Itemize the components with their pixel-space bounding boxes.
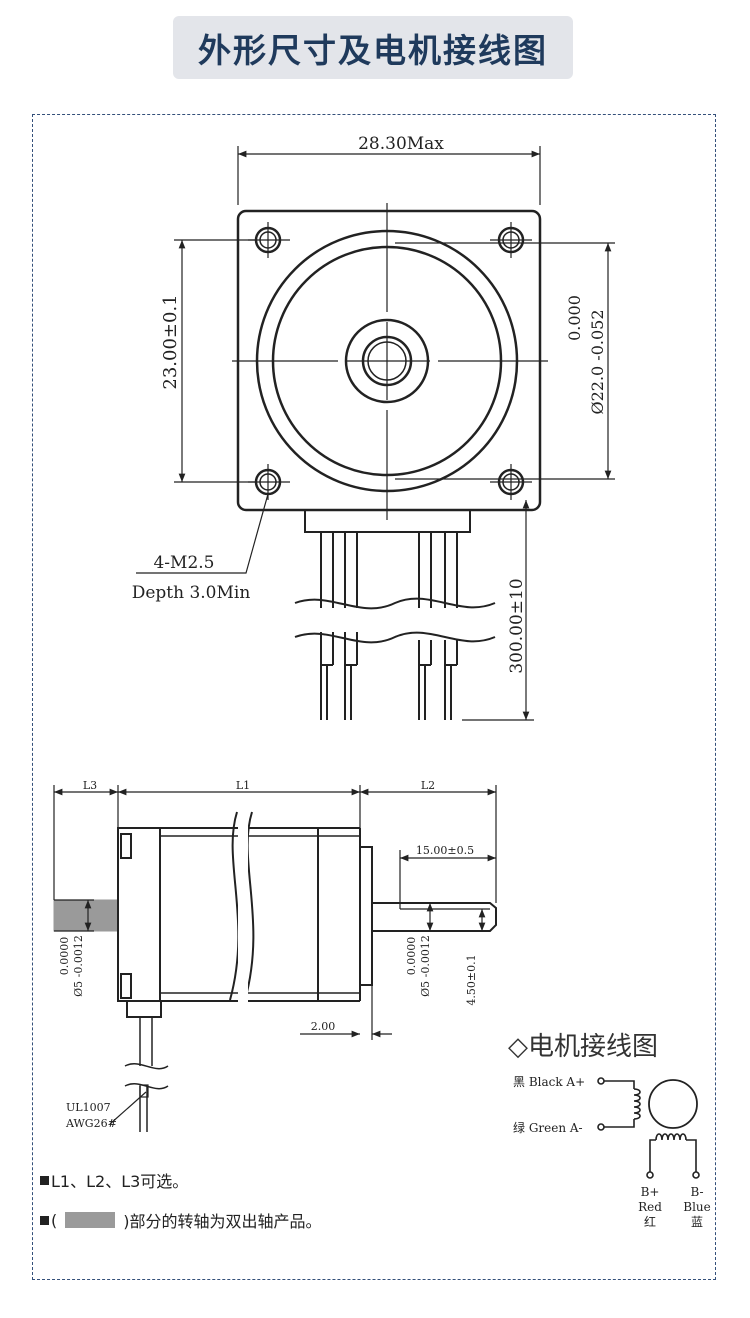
b-plus-label-1: B+ xyxy=(641,1185,660,1199)
dim-hole-spacing-lines xyxy=(174,239,255,483)
note-dual-shaft: ( )部分的转轴为双出轴产品。 xyxy=(40,1208,322,1232)
depth-label: Depth 3.0Min xyxy=(132,583,251,603)
dim-hole-spacing-text: 23.00±0.1 xyxy=(160,294,181,389)
side-view xyxy=(53,785,497,1132)
b-plus-label-3: 红 xyxy=(644,1214,656,1229)
title-banner: 外形尺寸及电机接线图 xyxy=(173,16,573,79)
dim-width-text: 28.30Max xyxy=(358,134,444,154)
lead-length-text: 300.00±10 xyxy=(507,578,527,673)
wire-spec-2: AWG26# xyxy=(65,1117,117,1130)
b-coil xyxy=(655,1133,687,1141)
front-shaft xyxy=(371,902,497,932)
b-minus-label-3: 蓝 xyxy=(691,1215,703,1229)
front-view xyxy=(136,146,615,721)
rear-shaft-tol-upper: 0.0000 xyxy=(58,937,71,976)
b-minus-label-1: B- xyxy=(690,1185,703,1199)
wire-spec-1: UL1007 xyxy=(66,1101,111,1114)
holes-label: 4-M2.5 xyxy=(153,553,214,573)
rear-shaft xyxy=(53,899,119,932)
break-line-lower xyxy=(294,631,496,644)
note-2-open: ( xyxy=(51,1210,58,1230)
front-shaft-tol-lower: Ø5 -0.0012 xyxy=(419,935,432,997)
note-2-text: )部分的转轴为双出轴产品。 xyxy=(123,1212,322,1231)
side-lead-block xyxy=(126,1000,162,1018)
front-boss xyxy=(359,846,373,986)
break-line-upper xyxy=(294,597,496,610)
dim-boss-upper-text: 0.000 xyxy=(565,295,584,341)
a-minus-terminal xyxy=(597,1123,605,1131)
page-title: 外形尺寸及电机接线图 xyxy=(198,30,548,70)
wiring-diagram xyxy=(597,1077,700,1179)
front-shaft-tol-upper: 0.0000 xyxy=(405,937,418,976)
dim-shaft-length-lines xyxy=(399,850,496,903)
holes-leader xyxy=(136,493,269,574)
shaft-highlight-swatch xyxy=(65,1212,116,1228)
a-plus-terminal xyxy=(597,1077,605,1085)
motor-symbol xyxy=(648,1079,698,1129)
dim-lead-lines xyxy=(462,500,534,721)
flat-depth-text: 4.50±0.1 xyxy=(465,954,478,1005)
dim-boss-lines xyxy=(395,242,615,480)
dim-boss-depth-lines xyxy=(300,985,392,1040)
bullet-icon xyxy=(40,1215,49,1225)
a-plus-label: 黑 Black A+ xyxy=(513,1075,585,1089)
dim-l3-text: L3 xyxy=(83,779,97,792)
rear-cap-top xyxy=(120,833,132,859)
boss-depth-text: 2.00 xyxy=(311,1020,336,1033)
dim-length-lines xyxy=(53,785,497,903)
b-minus-label-2: Blue xyxy=(683,1200,711,1214)
a-minus-label: 绿 Green A- xyxy=(513,1120,583,1135)
rear-cap-bottom xyxy=(120,973,132,999)
dim-l2-text: L2 xyxy=(421,779,435,792)
dim-l1-text: L1 xyxy=(236,779,250,792)
note-1-text: L1、L2、L3可选。 xyxy=(51,1172,189,1191)
a-coil xyxy=(633,1088,641,1120)
b-plus-terminal xyxy=(646,1171,654,1179)
body-break-right xyxy=(244,811,255,1001)
dim-shaft-length-text: 15.00±0.5 xyxy=(416,844,474,857)
lead-wires xyxy=(320,532,458,720)
wiring-title: ◇电机接线图 xyxy=(508,1032,658,1062)
center-lines xyxy=(232,203,548,520)
rear-end-cap xyxy=(117,827,161,1002)
dim-width-lines xyxy=(237,146,541,205)
dim-boss-lower-text: Ø22.0 -0.052 xyxy=(588,309,607,414)
b-plus-label-2: Red xyxy=(638,1200,662,1214)
rear-shaft-tol-lower: Ø5 -0.0012 xyxy=(72,935,85,997)
note-optional-lengths: L1、L2、L3可选。 xyxy=(40,1168,188,1192)
b-minus-terminal xyxy=(692,1171,700,1179)
bullet-icon xyxy=(40,1175,49,1185)
drawing-frame xyxy=(32,114,716,1280)
lead-connector xyxy=(304,509,471,533)
body-break-left xyxy=(229,811,240,1001)
dim-rear-shaft-lines xyxy=(54,899,94,932)
